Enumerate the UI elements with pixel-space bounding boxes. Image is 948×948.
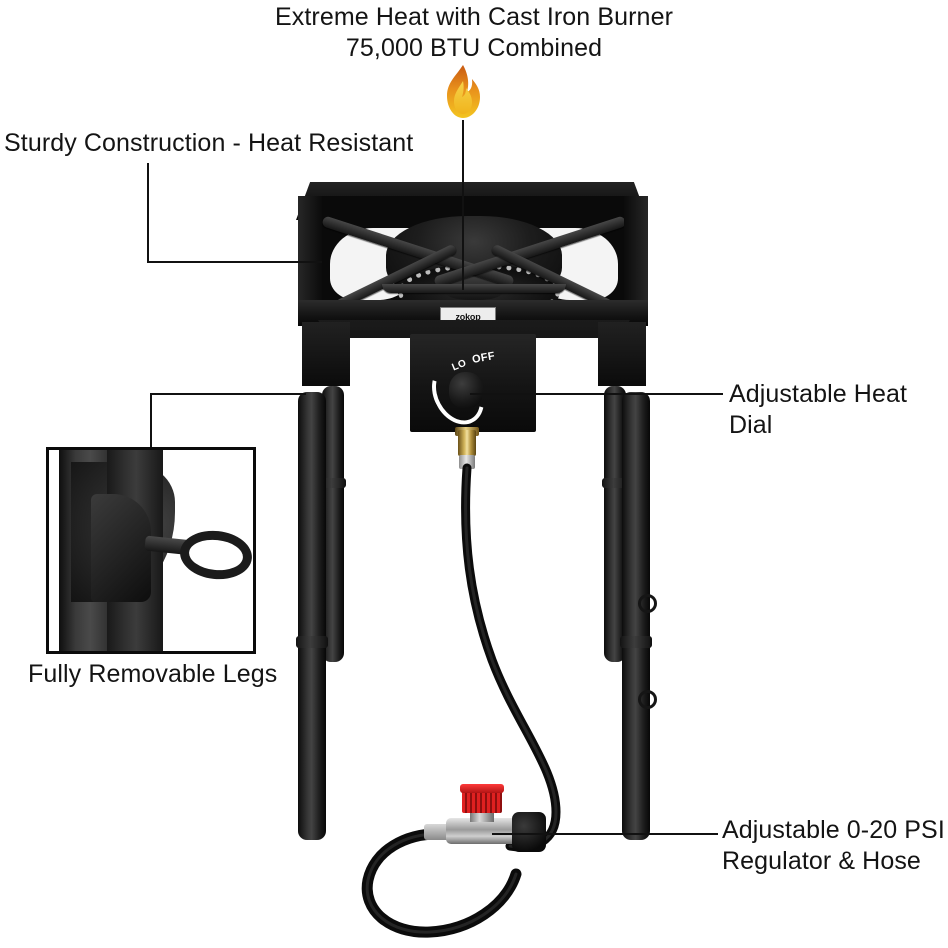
leg-joint-back-left — [320, 478, 346, 488]
leg-front-left — [298, 392, 326, 840]
inset-thumb-bolt-ring — [177, 527, 253, 583]
leg-back-left — [322, 386, 344, 662]
leg-joint-front-right — [620, 636, 652, 648]
leader-line-sturdy-vertical — [147, 163, 149, 263]
leader-line-burner — [462, 120, 464, 290]
leg-bracket-left — [302, 322, 350, 386]
leader-line-heat-dial — [470, 393, 723, 395]
stove-frame-side-left — [298, 196, 322, 312]
grate-arm-5 — [382, 284, 566, 293]
removable-leg-detail-inset — [46, 447, 256, 654]
regulator-tank-coupling — [512, 812, 546, 852]
leg-back-right — [604, 386, 626, 662]
leg-front-right — [622, 392, 650, 840]
leg-eyebolt-lower — [638, 690, 657, 709]
stove-frame-side-right — [624, 196, 648, 312]
leg-joint-front-left — [296, 636, 328, 648]
callout-sturdy-construction: Sturdy Construction - Heat Resistant — [4, 129, 414, 157]
leader-line-regulator — [492, 833, 718, 835]
brass-fitting — [458, 430, 476, 456]
leg-joint-back-right — [602, 478, 628, 488]
brand-label-text: zokop — [455, 311, 481, 322]
callout-removable-legs: Fully Removable Legs — [28, 660, 278, 688]
callout-regulator: Adjustable 0-20 PSI Regulator & Hose — [722, 816, 945, 875]
regulator-body — [446, 818, 518, 844]
heat-dial-knob[interactable] — [449, 372, 483, 408]
leg-bracket-right — [598, 322, 646, 386]
leader-line-legs-horizontal — [150, 393, 306, 395]
leader-line-legs-vertical — [150, 393, 152, 449]
regulator-adjust-knob[interactable] — [462, 789, 502, 813]
callout-extreme-heat: Extreme Heat with Cast Iron Burner 75,00… — [275, 3, 673, 62]
regulator-knob-top — [460, 784, 504, 793]
hose-ferrule — [459, 455, 475, 469]
inset-leg-collar — [91, 494, 151, 602]
hose-collar — [424, 824, 450, 840]
leg-eyebolt-upper — [638, 594, 657, 613]
regulator-stem — [470, 810, 494, 822]
leader-line-sturdy-horizontal — [147, 261, 322, 263]
callout-heat-dial: Adjustable Heat Dial — [729, 380, 908, 439]
flame-icon — [447, 65, 480, 118]
